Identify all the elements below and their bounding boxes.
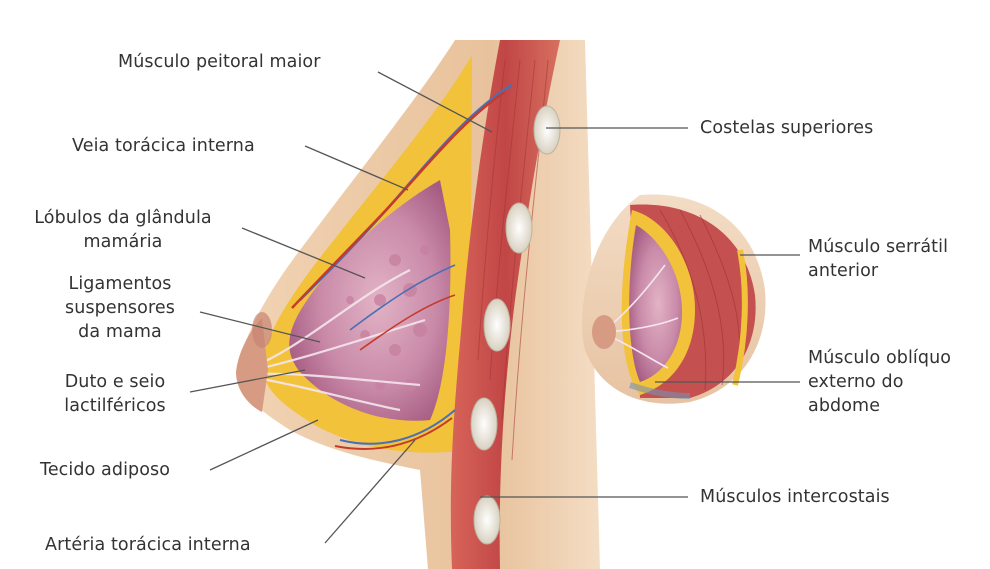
label-serratil-line1: Músculo serrátil: [808, 235, 948, 259]
label-obliquo-line1: Músculo oblíquo: [808, 346, 951, 370]
label-duto-line2: lactilféricos: [40, 394, 190, 418]
inset-view: [582, 194, 765, 403]
label-lobulos-line2: mamária: [8, 230, 238, 254]
label-duto-line1: Duto e seio: [40, 370, 190, 394]
rib-2: [506, 203, 532, 253]
label-obliquo-line2: externo do: [808, 370, 951, 394]
label-lobulos-line1: Lóbulos da glândula: [8, 206, 238, 230]
label-obliquo-line3: abdome: [808, 394, 951, 418]
label-ligamentos-line3: da mama: [40, 320, 200, 344]
label-veia-toracica-interna: Veia torácica interna: [72, 134, 255, 158]
label-costelas-superiores: Costelas superiores: [700, 116, 873, 140]
label-tecido-adiposo: Tecido adiposo: [40, 458, 170, 482]
rib-1: [534, 106, 560, 154]
label-duto-seio: Duto e seio lactilféricos: [40, 370, 190, 418]
label-serratil-line2: anterior: [808, 259, 948, 283]
label-lobulos-glandula-mamaria: Lóbulos da glândula mamária: [8, 206, 238, 254]
label-ligamentos-line2: suspensores: [40, 296, 200, 320]
label-ligamentos-line1: Ligamentos: [40, 272, 200, 296]
label-musculos-intercostais: Músculos intercostais: [700, 485, 890, 509]
label-ligamentos-suspensores: Ligamentos suspensores da mama: [40, 272, 200, 344]
label-musculo-obliquo-externo: Músculo oblíquo externo do abdome: [808, 346, 951, 418]
label-musculo-peitoral-maior: Músculo peitoral maior: [118, 50, 321, 74]
label-musculo-serratil-anterior: Músculo serrátil anterior: [808, 235, 948, 283]
rib-5: [474, 496, 500, 544]
areola: [252, 312, 272, 348]
rib-3: [484, 299, 510, 351]
rib-4: [471, 398, 497, 450]
label-arteria-toracica-interna: Artéria torácica interna: [45, 533, 251, 557]
leader-tecido: [210, 420, 318, 470]
